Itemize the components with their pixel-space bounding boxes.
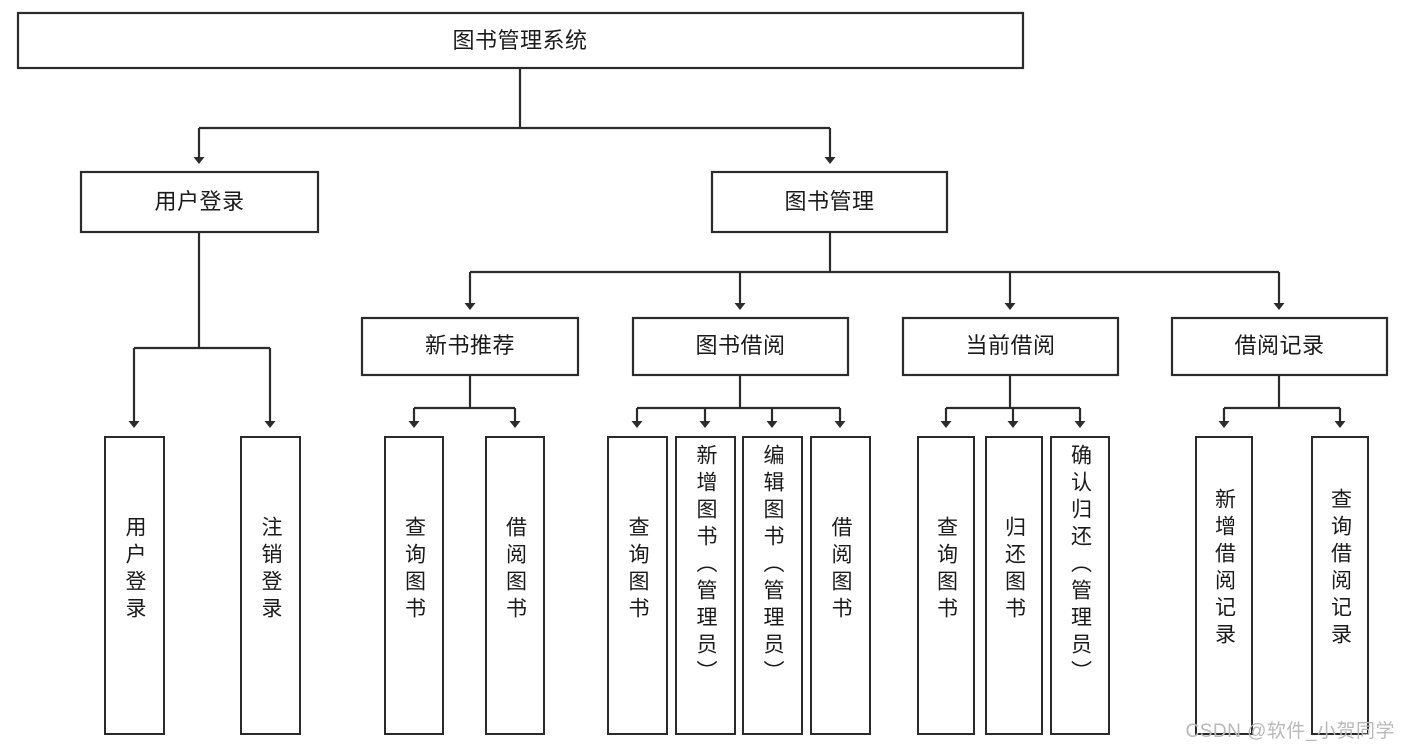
connector-borrowrecord-to-leaves: [1218, 375, 1346, 428]
leaf-node-add-book[interactable]: 新增图书（管理员）: [675, 436, 736, 735]
connector-bookborrow-to-leaves: [631, 375, 846, 428]
leaf-node-return-book[interactable]: 归还图书: [985, 436, 1043, 735]
leaf-node-borrow-book-recommend[interactable]: 借阅图书: [485, 436, 545, 735]
leaf-node-query-borrow-record[interactable]: 查询借阅记录: [1311, 436, 1369, 735]
node-borrow-record[interactable]: 借阅记录: [1170, 316, 1389, 377]
connector-userlogin-to-leaves: [128, 232, 276, 428]
leaf-node-edit-book[interactable]: 编辑图书（管理员）: [742, 436, 803, 735]
leaf-label: 查询图书: [934, 516, 958, 624]
leaf-label: 查询图书: [626, 516, 649, 624]
node-user-login-label: 用户登录: [154, 189, 244, 214]
leaf-label: 归还图书: [1002, 516, 1026, 624]
leaf-node-logout-login[interactable]: 注销登录: [240, 436, 301, 735]
leaf-label: 注销登录: [259, 516, 282, 624]
node-user-login[interactable]: 用户登录: [79, 170, 320, 234]
leaf-label: 借阅图书: [503, 516, 527, 624]
leaf-label: 查询借阅记录: [1328, 488, 1352, 650]
node-book-management-label: 图书管理: [784, 189, 874, 214]
leaf-node-query-book-recommend[interactable]: 查询图书: [384, 436, 444, 735]
leaf-node-query-book-borrow[interactable]: 查询图书: [607, 436, 668, 735]
node-new-book-recommend-label: 新书推荐: [425, 333, 515, 358]
connector-currentborrow-to-leaves: [940, 375, 1086, 428]
leaf-node-confirm-return[interactable]: 确认归还（管理员）: [1050, 436, 1110, 735]
connector-newbook-to-leaves: [408, 375, 521, 428]
leaf-label: 新增借阅记录: [1212, 488, 1236, 650]
node-book-borrow[interactable]: 图书借阅: [631, 316, 850, 377]
node-root-label: 图书管理系统: [452, 28, 587, 53]
connector-bookmgmt-to-level3: [464, 232, 1285, 310]
node-borrow-record-label: 借阅记录: [1234, 333, 1324, 358]
leaf-node-query-book-current[interactable]: 查询图书: [917, 436, 975, 735]
leaf-label: 新增图书（管理员）: [694, 444, 717, 687]
node-current-borrow[interactable]: 当前借阅: [901, 316, 1120, 377]
csdn-watermark: CSDN @软件_小贺同学: [1185, 721, 1395, 742]
node-current-borrow-label: 当前借阅: [965, 333, 1055, 358]
leaf-label: 确认归还（管理员）: [1068, 444, 1092, 687]
leaf-label: 借阅图书: [829, 516, 852, 624]
connector-root-to-level2: [193, 68, 836, 164]
leaf-node-borrow-book[interactable]: 借阅图书: [810, 436, 871, 735]
leaf-node-user-login[interactable]: 用户登录: [104, 436, 165, 735]
node-book-borrow-label: 图书借阅: [695, 333, 785, 358]
leaf-label: 用户登录: [123, 516, 146, 624]
node-book-management[interactable]: 图书管理: [710, 170, 949, 234]
leaf-label: 编辑图书（管理员）: [761, 444, 784, 687]
node-new-book-recommend[interactable]: 新书推荐: [360, 316, 580, 377]
leaf-label: 查询图书: [402, 516, 426, 624]
leaf-node-add-borrow-record[interactable]: 新增借阅记录: [1195, 436, 1253, 735]
node-root[interactable]: 图书管理系统: [16, 11, 1025, 70]
